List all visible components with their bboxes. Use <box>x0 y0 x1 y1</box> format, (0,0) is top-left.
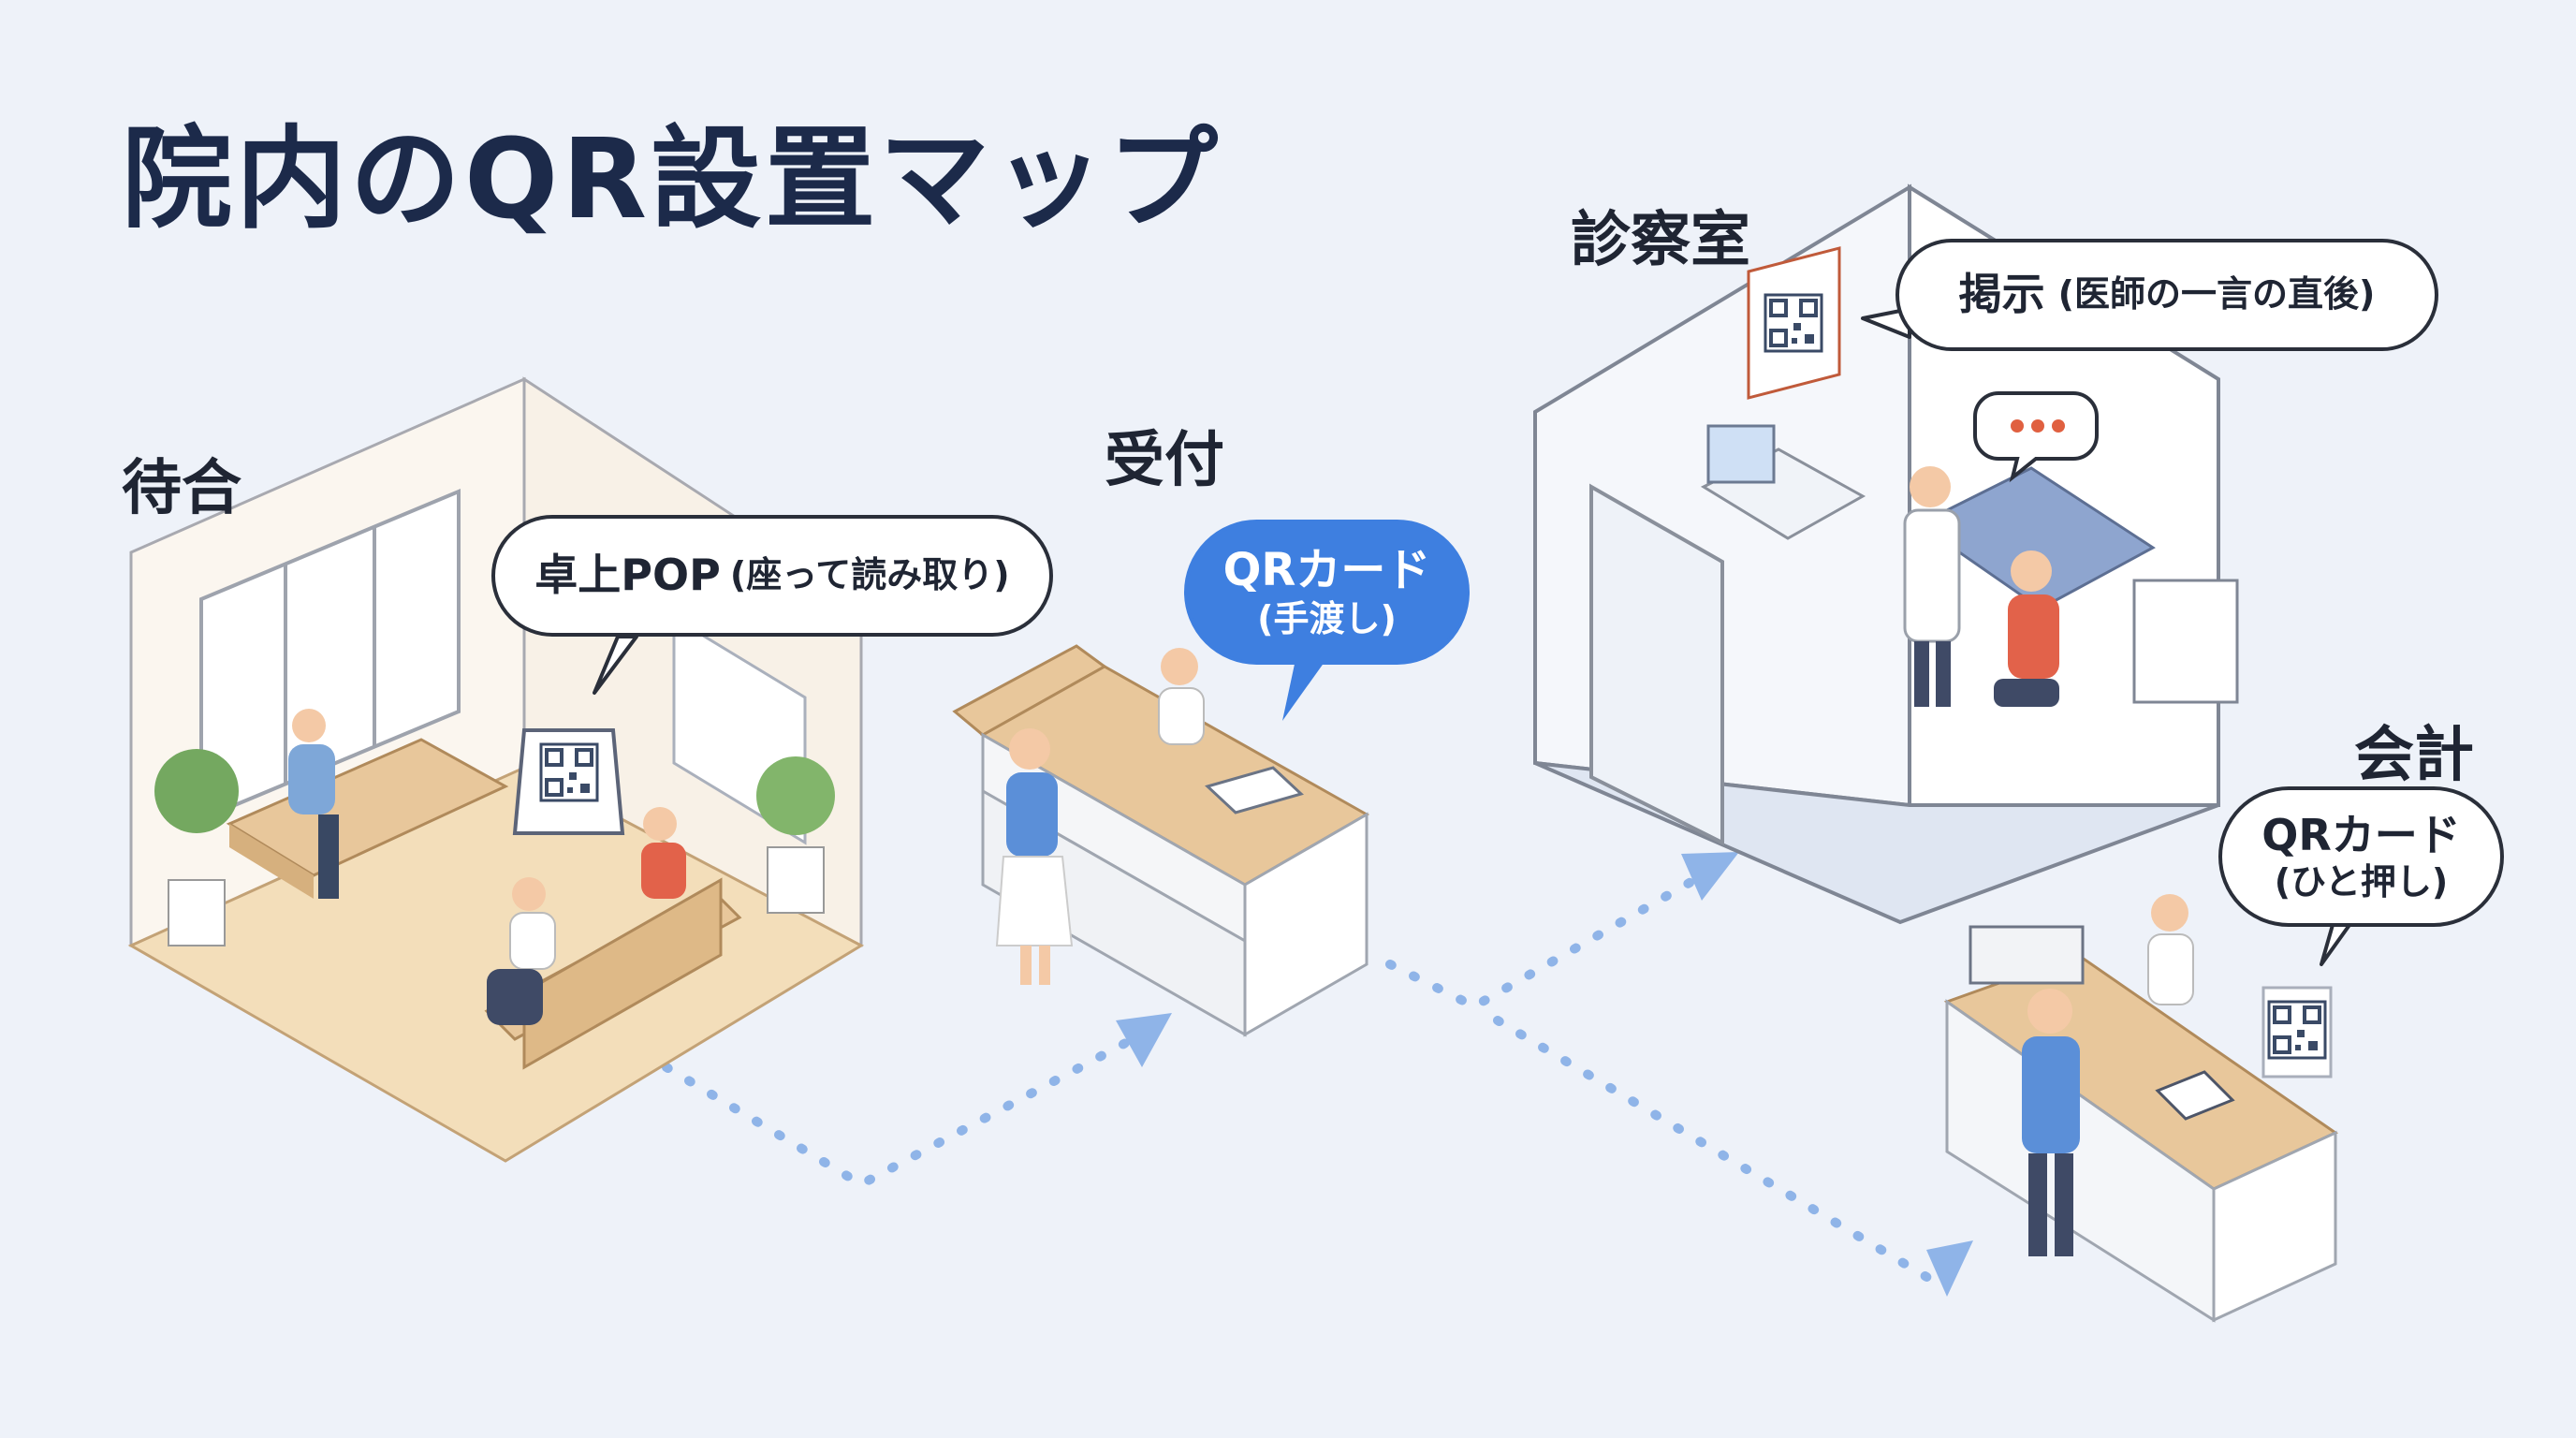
callout-reception-main: QRカード <box>1222 543 1431 596</box>
reception-desk <box>952 644 1370 1037</box>
qr-code-icon <box>2267 1000 2327 1060</box>
callout-reception: QRカード (手渡し) <box>1184 520 1470 665</box>
callout-exam-room-main: 掲示 <box>1958 269 2045 320</box>
payment-counter <box>1943 894 2339 1323</box>
callout-exam-room: 掲示 (医師の一言の直後) <box>1895 239 2438 351</box>
area-label-payment: 会計 <box>2354 721 2474 790</box>
callout-waiting-sub: (座って読み取り) <box>729 554 1010 596</box>
area-label-waiting: 待合 <box>122 454 242 523</box>
area-label-exam-room: 診察室 <box>1571 206 1750 275</box>
callout-waiting: 卓上POP (座って読み取り) <box>491 515 1053 637</box>
arrowheads <box>1116 852 1973 1297</box>
callout-reception-sub: (手渡し) <box>1257 597 1397 639</box>
qr-code-icon <box>1764 293 1823 353</box>
callout-payment: QRカード (ひと押し) <box>2218 786 2504 927</box>
page-title: 院内のQR設置マップ <box>122 114 1222 243</box>
speech-dots-icon <box>1973 391 2099 483</box>
callout-exam-room-sub: (医師の一言の直後) <box>2057 273 2376 315</box>
qr-code-icon <box>539 742 599 802</box>
flow-arrow-icon <box>662 875 1933 1283</box>
area-label-reception: 受付 <box>1105 426 1224 495</box>
callout-payment-sub: (ひと押し) <box>2274 860 2449 902</box>
callout-payment-main: QRカード <box>2261 809 2461 860</box>
callout-waiting-main: 卓上POP <box>534 550 721 601</box>
waiting-room <box>127 376 865 1163</box>
